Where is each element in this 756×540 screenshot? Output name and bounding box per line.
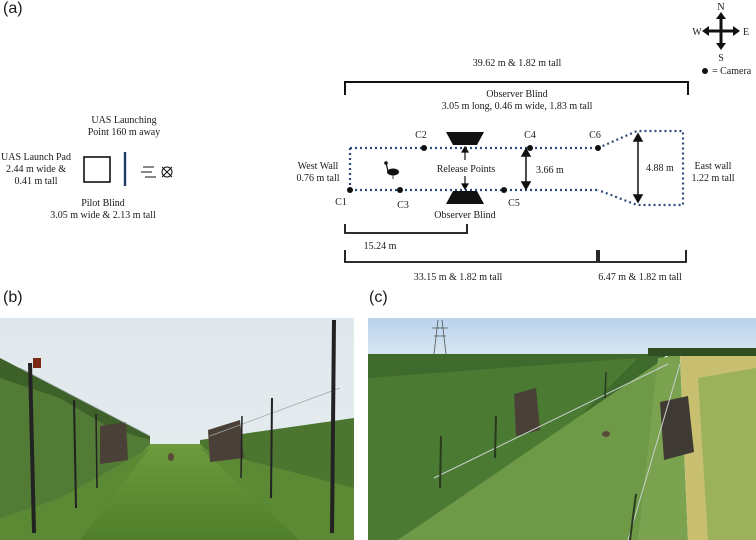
bird-icon [384, 161, 399, 179]
drone-icon [141, 166, 173, 178]
pilot-blind-line2: 3.05 m wide & 2.13 m tall [50, 210, 156, 221]
camera-c4 [527, 145, 533, 151]
west-wall-line1: West Wall [298, 161, 339, 172]
inner-width-label: 3.66 m [536, 165, 564, 176]
bracket-647m [598, 250, 687, 263]
camera-legend-dot [702, 68, 708, 74]
top-span-label: 39.62 m & 1.82 m tall [473, 58, 562, 69]
outer-width-label: 4.88 m [646, 163, 674, 174]
launch-pad-line1: UAS Launch Pad [1, 152, 71, 163]
west-wall-line2: 0.76 m tall [296, 173, 339, 184]
launch-pad-square [83, 156, 111, 183]
camera-label-c4: C4 [524, 130, 536, 141]
bracket-15m [344, 224, 468, 234]
fence-enclosure [348, 129, 685, 207]
bracket-33m [344, 250, 598, 263]
panel-label-b: (b) [3, 289, 23, 306]
camera-label-c5: C5 [508, 198, 520, 209]
top-dimension-bracket [344, 81, 689, 95]
photo-c [368, 318, 756, 540]
observer-blind-bottom-label: Observer Blind [434, 210, 495, 221]
panel-label-a: (a) [3, 0, 23, 17]
observer-blind-bottom [446, 191, 484, 204]
dim-33m-label: 33.15 m & 1.82 m tall [414, 272, 503, 283]
uas-launching-line2: Point 160 m away [88, 127, 161, 138]
compass-icon [702, 12, 740, 50]
inner-width-arrow [520, 147, 532, 191]
camera-c3 [397, 187, 403, 193]
camera-label-c2: C2 [415, 130, 427, 141]
launch-pad-line3: 0.41 m tall [14, 176, 57, 187]
camera-label-c6: C6 [589, 130, 601, 141]
photo-b [0, 318, 354, 540]
camera-label-c1: C1 [335, 197, 347, 208]
photo-c-image [368, 318, 756, 540]
photo-b-image [0, 318, 354, 540]
release-points-arrows [460, 145, 470, 191]
compass-north: N [717, 2, 724, 13]
observer-blind-title: Observer Blind [486, 89, 547, 100]
observer-blind-dims: 3.05 m long, 0.46 m wide, 1.83 m tall [442, 101, 593, 112]
uas-launching-line1: UAS Launching [91, 115, 156, 126]
field-layout-diagram: N S E W = Camera 39.62 m & 1.82 m tall O… [1, 2, 752, 283]
camera-c5 [501, 187, 507, 193]
camera-c6 [595, 145, 601, 151]
camera-c1 [347, 187, 353, 193]
east-wall-line2: 1.22 m tall [691, 173, 734, 184]
camera-markers [347, 145, 601, 193]
observer-blind-top [446, 132, 484, 145]
compass-south: S [718, 53, 724, 64]
dim-15m-label: 15.24 m [364, 241, 397, 252]
camera-label-c3: C3 [397, 200, 409, 211]
pilot-blind-line1: Pilot Blind [81, 198, 125, 209]
release-points-label: Release Points [437, 164, 496, 175]
compass-east: E [743, 27, 749, 38]
dim-647m-label: 6.47 m & 1.82 m tall [598, 272, 682, 283]
panel-label-c: (c) [369, 289, 388, 306]
outer-width-arrow [632, 132, 644, 204]
camera-legend-label: = Camera [712, 66, 752, 77]
camera-c2 [421, 145, 427, 151]
east-wall-line1: East wall [695, 161, 732, 172]
compass-west: W [692, 27, 702, 38]
launch-pad-line2: 2.44 m wide & [6, 164, 66, 175]
